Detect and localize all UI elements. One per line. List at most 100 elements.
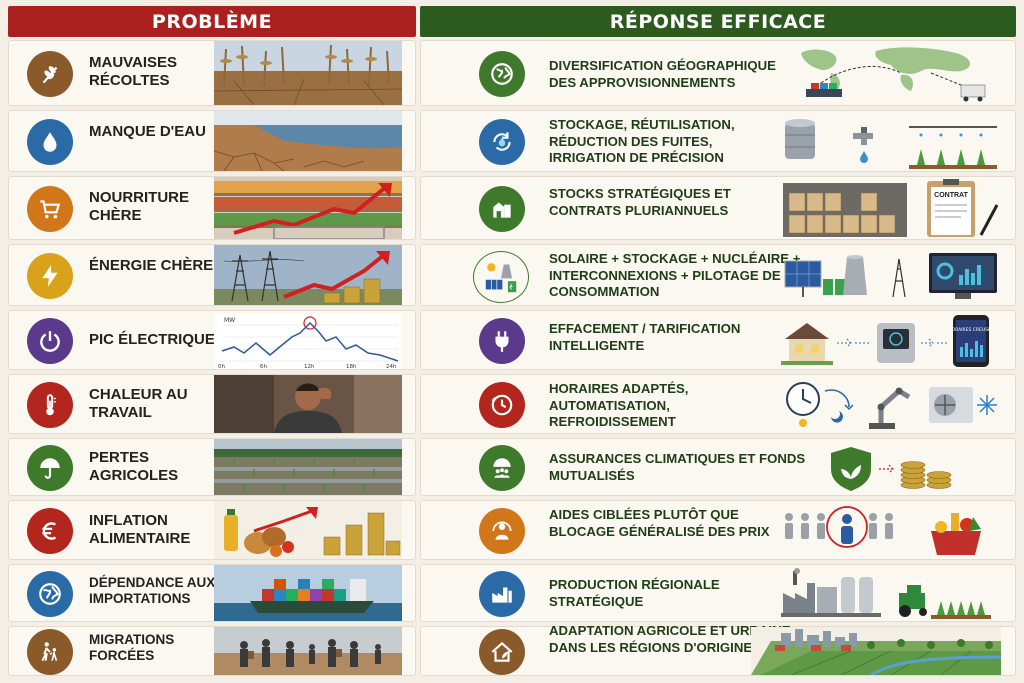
row-water-shortage: Manque d'eau Stockage, réutilisation, ré…	[8, 110, 1016, 172]
clock-icon	[479, 382, 525, 428]
chart-tick-label: 0h	[218, 364, 225, 369]
solution-card: Diversification géographique des approvi…	[420, 40, 1016, 106]
dry-cornfield-photo	[214, 41, 402, 105]
row-bad-harvests: Mauvaises récoltes Diversification géogr…	[8, 40, 1016, 106]
trade-map-illustration	[781, 43, 1001, 105]
row-heat-at-work: Chaleur au travail Horaires adaptés, aut…	[8, 374, 1016, 434]
contract-label: CONTRAT	[934, 192, 968, 199]
migrants-walking-photo	[214, 627, 402, 675]
solution-card: Aides ciblées plutôt que blocage général…	[420, 500, 1016, 560]
plug-icon	[479, 318, 525, 364]
warehouse-contract-illustration: CONTRAT	[781, 179, 1001, 239]
solution-card: Assurances climatiques et fonds mutualis…	[420, 438, 1016, 496]
hot-worker-photo	[214, 375, 402, 433]
flooded-field-photo	[214, 439, 402, 495]
solution-label: Effacement / tarification intelligente	[549, 321, 741, 353]
problem-card: Chaleur au travail	[8, 374, 416, 434]
chart-tick-label: 18h	[346, 364, 357, 369]
row-expensive-food: Nourriture chère Stocks stratégiques et …	[8, 176, 1016, 240]
solution-card: Stockage, réutilisation, réduction des f…	[420, 110, 1016, 172]
problem-label: Énergie chère	[89, 257, 214, 274]
problem-card: Inflation alimentaire	[8, 500, 416, 560]
row-electric-peak: Pic électrique MW 0h 6h 12h 18h 24h Effacemen…	[8, 310, 1016, 370]
energy-systems-illustration	[781, 247, 1001, 305]
lightning-icon	[27, 253, 73, 299]
solution-label: Assurances climatiques et fonds mutualis…	[549, 451, 806, 483]
euro-icon	[27, 508, 73, 554]
app-label: HORAIRES CREUSES	[948, 327, 994, 333]
row-food-inflation: Inflation alimentaire Aides ciblées plut…	[8, 500, 1016, 560]
solution-label: Diversification géographique des approvi…	[549, 58, 776, 90]
water-infrastructure-illustration	[781, 113, 1001, 171]
solution-label: Solaire + stockage + nucléaire + interco…	[549, 251, 801, 299]
energy-mix-icon	[473, 251, 529, 303]
solution-label: Production régionale stratégique	[549, 577, 720, 609]
people-icon	[479, 508, 525, 554]
solution-card: Effacement / tarification intelligente H…	[420, 310, 1016, 370]
regional-adaptation-illustration	[751, 627, 1001, 675]
umbrella-icon	[27, 445, 73, 491]
cooling-automation-illustration	[781, 377, 1001, 433]
problem-card: Pertes agricoles	[8, 438, 416, 496]
solution-label: Stockage, réutilisation, réduction des f…	[549, 117, 735, 165]
water-drop-icon	[27, 119, 73, 165]
solution-label: Stocks stratégiques et contrats pluriann…	[549, 186, 731, 218]
chart-tick-label: 6h	[260, 364, 267, 369]
smart-grid-illustration: HORAIRES CREUSES	[781, 313, 1001, 369]
globe-icon	[27, 571, 73, 617]
solution-card: Production régionale stratégique	[420, 564, 1016, 622]
power-icon	[27, 318, 73, 364]
targeted-aid-illustration	[781, 503, 1001, 559]
problem-label: Inflation alimentaire	[89, 512, 191, 548]
problem-card: Dépendance aux importations	[8, 564, 416, 622]
problem-card: Nourriture chère	[8, 176, 416, 240]
problem-card: Mauvaises récoltes	[8, 40, 416, 106]
problem-label: Chaleur au travail	[89, 386, 188, 422]
thermometer-icon	[27, 382, 73, 428]
solution-card: Solaire + stockage + nucléaire + interco…	[420, 244, 1016, 306]
solution-header: RÉPONSE EFFICACE	[420, 6, 1016, 37]
community-umbrella-icon	[479, 445, 525, 491]
problem-label: Nourriture chère	[89, 189, 189, 225]
chart-tick-label: 12h	[304, 364, 315, 369]
globe-icon	[479, 51, 525, 97]
solution-label: Aides ciblées plutôt que blocage général…	[549, 507, 770, 539]
walking-family-icon	[27, 629, 73, 675]
problem-card: Manque d'eau	[8, 110, 416, 172]
solution-card: Adaptation agricole et urbaine dans les …	[420, 623, 1016, 676]
problem-label: Pic électrique	[89, 331, 215, 348]
problem-card: Migrations forcées	[8, 626, 416, 676]
problem-label: Dépendance aux importations	[89, 575, 216, 607]
solution-card: Stocks stratégiques et contrats pluriann…	[420, 176, 1016, 240]
solution-label: Horaires adaptés, automatisation, refroi…	[549, 381, 689, 429]
home-leaf-icon	[479, 629, 525, 675]
power-line-cost-photo	[214, 245, 402, 305]
shopping-cart-icon	[27, 186, 73, 232]
row-agricultural-losses: Pertes agricoles Assurances climatiques …	[8, 438, 1016, 496]
problem-label: Mauvaises récoltes	[89, 54, 178, 90]
container-ship-photo	[214, 565, 402, 621]
wheat-icon	[27, 51, 73, 97]
problem-card: Énergie chère	[8, 244, 416, 306]
chart-unit-label: MW	[224, 317, 235, 324]
load-curve-chart: MW 0h 6h 12h 18h 24h	[214, 313, 402, 369]
factory-icon	[479, 571, 525, 617]
problem-label: Pertes agricoles	[89, 449, 179, 485]
solution-card: Horaires adaptés, automatisation, refroi…	[420, 374, 1016, 434]
regional-production-illustration	[781, 567, 1001, 621]
food-price-photo	[214, 501, 402, 559]
warehouse-icon	[479, 186, 525, 232]
supermarket-price-photo	[214, 177, 402, 239]
problem-label: Manque d'eau	[89, 123, 206, 140]
insurance-fund-illustration	[781, 441, 1001, 495]
chart-tick-label: 24h	[386, 364, 397, 369]
problem-header: PROBLÈME	[8, 6, 416, 37]
row-expensive-energy: Énergie chère Solaire + stockage + nuclé…	[8, 244, 1016, 306]
solution-label: Adaptation agricole et urbaine dans les …	[549, 623, 791, 655]
water-recycle-icon	[479, 119, 525, 165]
row-import-dependence: Dépendance aux importations Production r…	[8, 564, 1016, 622]
dry-lakebed-photo	[214, 111, 402, 171]
problem-card: Pic électrique MW 0h 6h 12h 18h 24h	[8, 310, 416, 370]
row-forced-migrations: Migrations forcées Adaptation agricole e…	[8, 623, 1016, 676]
problem-label: Migrations forcées	[89, 632, 175, 664]
